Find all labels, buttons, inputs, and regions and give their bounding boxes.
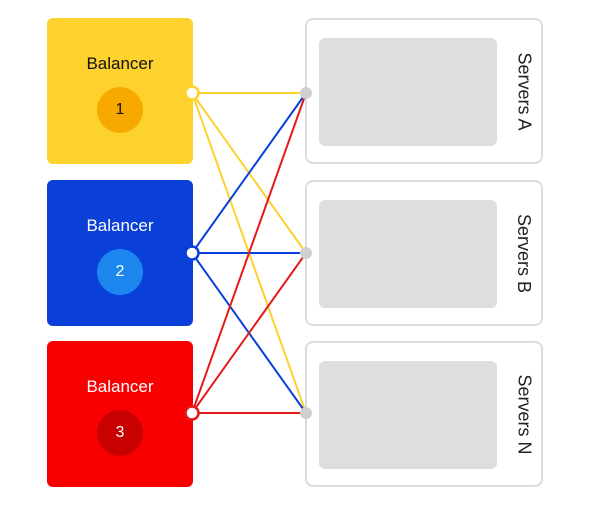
balancer-label: Balancer: [86, 377, 154, 396]
balancer-3: Balancer 3: [47, 341, 193, 487]
link-balancer2-servers-a: [191, 92, 307, 254]
balancer-number-badge: 1: [97, 87, 143, 133]
target-connector-a: [300, 87, 312, 99]
balancer-number-badge: 3: [97, 410, 143, 456]
source-connector-1: [184, 85, 200, 101]
server-placeholder: [319, 361, 497, 469]
balancer-label: Balancer: [86, 54, 154, 73]
balancer-number-badge: 2: [97, 249, 143, 295]
server-group-n: Servers N: [305, 341, 543, 487]
balancer-label: Balancer: [86, 216, 154, 235]
balancer-2: Balancer 2: [47, 180, 193, 326]
server-group-b: Servers B: [305, 180, 543, 326]
target-connector-n: [300, 407, 312, 419]
source-connector-2: [184, 245, 200, 261]
server-placeholder: [319, 38, 497, 146]
balancer-1: Balancer 1: [47, 18, 193, 164]
source-connector-3: [184, 405, 200, 421]
server-group-a: Servers A: [305, 18, 543, 164]
link-balancer3-servers-a: [191, 92, 307, 414]
server-placeholder: [319, 200, 497, 308]
link-balancer3-servers-b: [191, 252, 307, 414]
target-connector-b: [300, 247, 312, 259]
